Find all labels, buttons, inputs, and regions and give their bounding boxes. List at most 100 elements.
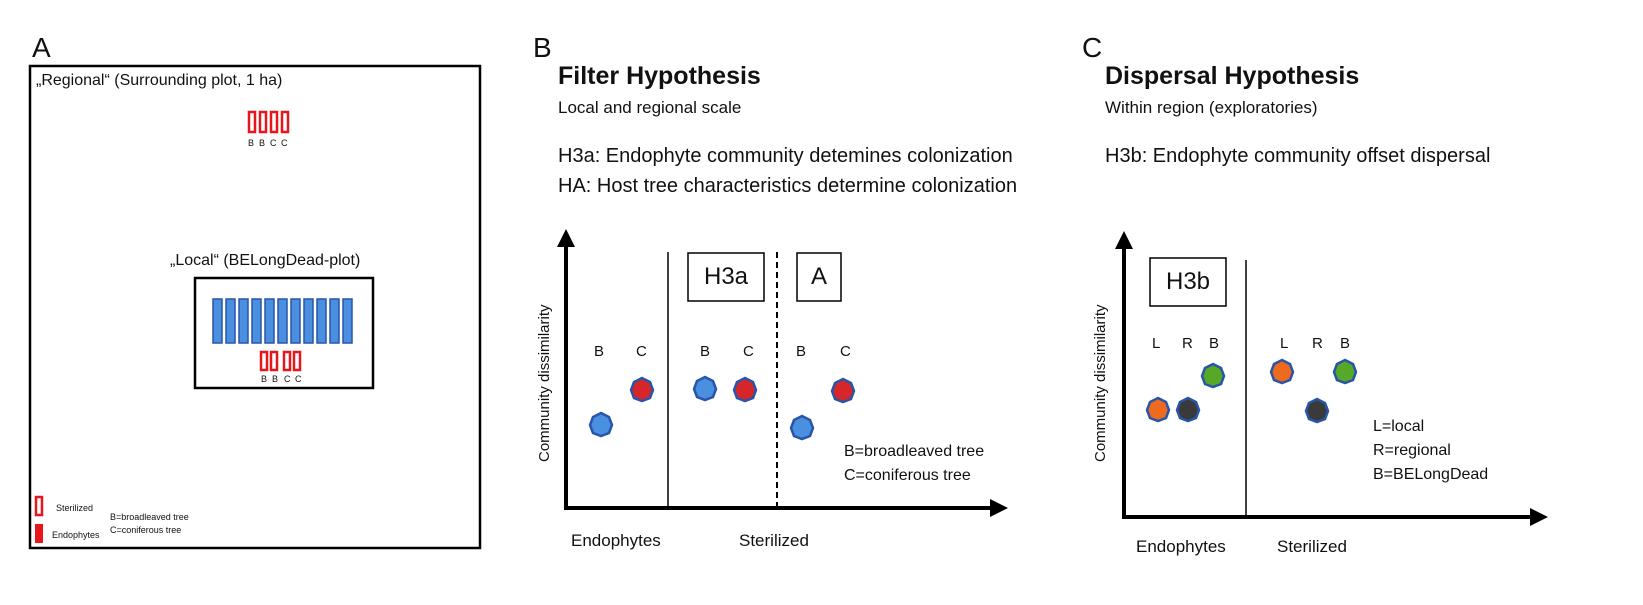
tree-letter: C [284, 374, 291, 384]
endophyte-bar [303, 298, 314, 344]
local-sterilized-bar [269, 350, 279, 372]
panel-b-y-axis-label: Community dissimilarity [536, 304, 553, 462]
dot-h3a-coniferous [732, 376, 758, 403]
regional-bar [280, 110, 290, 134]
regional-plot-frame [28, 64, 482, 550]
endophyte-bar [342, 298, 353, 344]
panel-b-h3a-text: H3a: Endophyte community detemines colon… [558, 145, 1013, 167]
tree-letter: C [295, 374, 302, 384]
group-letter: B [796, 343, 807, 360]
endophyte-bar [329, 298, 340, 344]
panel-b-box-h3a-label: H3a [703, 263, 749, 290]
panel-b-legend-c: C=coniferous tree [844, 467, 971, 484]
panel-c-axes [1115, 231, 1548, 526]
tree-letter: C [281, 138, 288, 148]
group-letter: B [700, 343, 711, 360]
panel-b-title: Filter Hypothesis [558, 62, 761, 90]
endophyte-bar [251, 298, 262, 344]
legend-endophytes-symbol [35, 524, 43, 543]
panel-c-x-label-sterilized: Sterilized [1277, 537, 1347, 556]
local-sterilized-bars [259, 350, 302, 372]
local-sterilized-bar [292, 350, 302, 372]
dot-sterilized-regional [1304, 397, 1330, 424]
endophyte-bar [290, 298, 301, 344]
group-letter: R [1312, 335, 1323, 352]
panel-b-x-label-endophytes: Endophytes [571, 531, 661, 550]
endophyte-bar [264, 298, 275, 344]
panel-b-letter: B [533, 32, 552, 63]
panel-c-box-h3b-label: H3b [1165, 268, 1211, 295]
dot-endophytes-belongdead [1200, 362, 1226, 389]
endophyte-bar [277, 298, 288, 344]
tree-letter: B [272, 374, 279, 384]
dot-endophytes-regional [1175, 396, 1201, 423]
legend-endophytes-label: Endophytes [52, 530, 100, 540]
group-letter: L [1280, 335, 1289, 352]
tree-letter: B [248, 138, 255, 148]
group-letter: R [1182, 335, 1193, 352]
endophyte-bar [212, 298, 223, 344]
panel-b-x-arrow [990, 499, 1008, 517]
panel-b-ha-text: HA: Host tree characteristics determine … [558, 175, 1018, 197]
panel-b-box-h3a [687, 252, 765, 302]
local-label: „Local“ (BELongDead-plot) [170, 252, 361, 269]
panel-b-box-a [796, 252, 842, 302]
regional-bar [247, 110, 257, 134]
panel-b-axes [557, 229, 1008, 517]
panel-b-box-a-label: A [810, 263, 827, 290]
legend-sterilized-label: Sterilized [56, 503, 94, 513]
group-letter: L [1152, 335, 1161, 352]
panel-c-y-axis-label: Community dissimilarity [1092, 304, 1109, 462]
group-letter: C [636, 343, 647, 360]
panel-b-dots [588, 375, 856, 441]
local-endophyte-bars [212, 298, 353, 344]
dot-endophytes-local [1145, 396, 1171, 423]
panel-c-subtitle: Within region (exploratories) [1105, 98, 1318, 117]
panel-b-x-label-sterilized: Sterilized [739, 531, 809, 550]
panel-c-h3b-text: H3b: Endophyte community offset dispersa… [1105, 145, 1491, 167]
endophyte-bar [316, 298, 327, 344]
dot-sterilized-local [1269, 358, 1295, 385]
panel-c-legend-b: B=BELongDead [1373, 466, 1489, 483]
panel-c-legend-l: L=local [1373, 418, 1425, 435]
dot-h3a-broadleaved [692, 375, 718, 402]
panel-b-subtitle: Local and regional scale [558, 98, 742, 117]
tree-letter: B [261, 374, 268, 384]
local-sterilized-bar [282, 350, 292, 372]
panel-b-legend-b: B=broadleaved tree [844, 443, 985, 460]
panel-c-x-arrow [1530, 508, 1548, 526]
legend-sterilized-symbol [34, 495, 44, 517]
panel-c-legend-r: R=regional [1373, 442, 1451, 459]
group-letter: C [743, 343, 754, 360]
endophyte-bar [238, 298, 249, 344]
panel-c-y-arrow [1115, 231, 1133, 249]
panel-c-letter: C [1082, 32, 1103, 63]
group-letter: B [1209, 335, 1220, 352]
regional-label: „Regional“ (Surrounding plot, 1 ha) [36, 72, 283, 89]
panel-c-box-h3b [1149, 257, 1227, 307]
dot-a-broadleaved [789, 414, 815, 441]
panel-c-x-label-endophytes: Endophytes [1136, 537, 1226, 556]
group-letter: B [594, 343, 605, 360]
tree-letter: B [259, 138, 266, 148]
panel-c-title: Dispersal Hypothesis [1105, 62, 1360, 90]
group-letter: C [840, 343, 851, 360]
dot-endophytes-coniferous [629, 376, 655, 403]
regional-sterilized-bars [247, 110, 290, 134]
local-plot-frame [193, 276, 375, 390]
local-sterilized-bar [259, 350, 269, 372]
regional-bar [258, 110, 268, 134]
endophyte-bar [225, 298, 236, 344]
panel-a-letter: A [32, 32, 51, 63]
regional-bar [269, 110, 279, 134]
dot-a-coniferous [830, 377, 856, 404]
group-letter: B [1340, 335, 1351, 352]
dot-sterilized-belongdead [1332, 358, 1358, 385]
legend-broadleaved-label: B=broadleaved tree [110, 512, 189, 522]
panel-c-dots [1145, 358, 1358, 424]
tree-letter: C [270, 138, 277, 148]
dot-endophytes-broadleaved [588, 411, 614, 438]
panel-b-y-arrow [557, 229, 575, 247]
legend-coniferous-label: C=coniferous tree [110, 525, 182, 535]
